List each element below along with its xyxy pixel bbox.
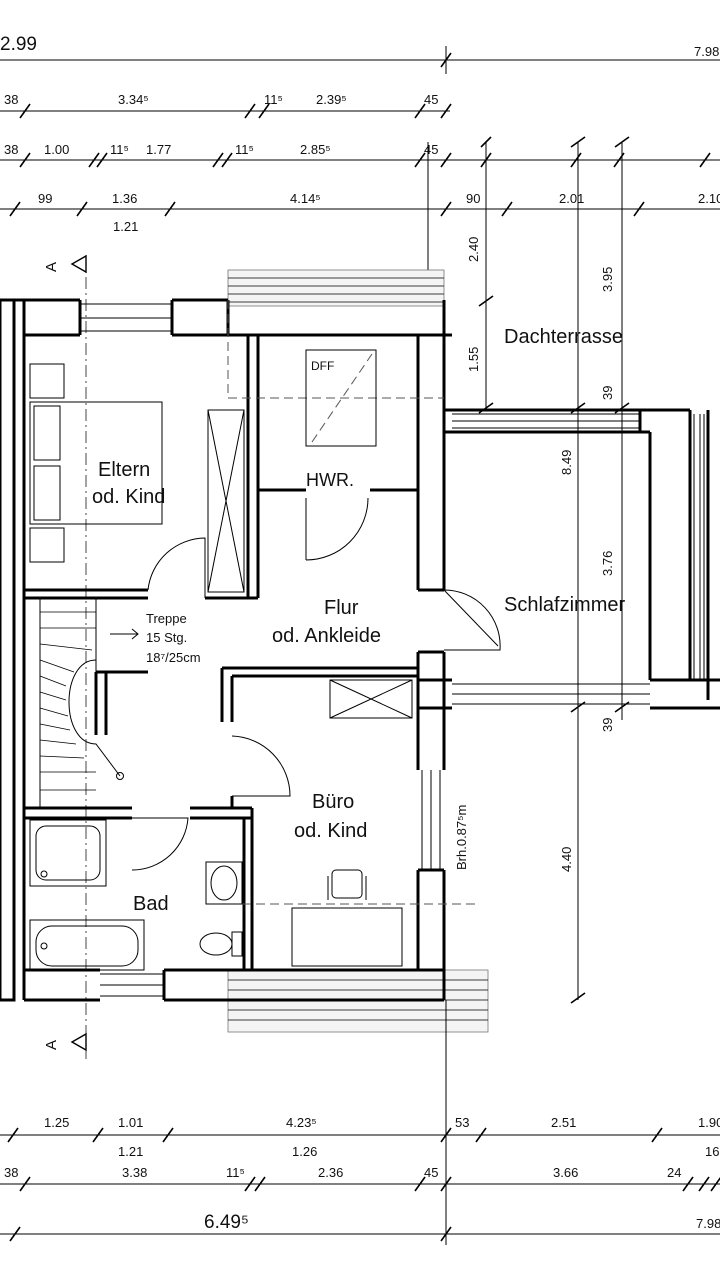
furniture (29, 349, 413, 971)
dim-top-overall-left: 2.99 (0, 34, 37, 55)
dim-top-r3-7: 45 (424, 142, 438, 157)
dim-top-r2-2: 3.34⁵ (118, 92, 149, 107)
dim-top-overall-right: 7.98 (694, 44, 719, 59)
doors (131, 497, 501, 871)
bottom-dimension-labels: 1.25 1.01 4.23⁵ 53 2.51 1.90 1.21 1.26 1… (4, 1115, 720, 1233)
room-buero-label: Büro (312, 791, 354, 813)
dim-v-849: 8.49 (559, 450, 574, 475)
dim-top-r2-5: 45 (424, 92, 438, 107)
dim-bot-r2-4: 2.36 (318, 1165, 343, 1180)
dim-bot-r1-5: 2.51 (551, 1115, 576, 1130)
dim-top-r4-3: 4.14⁵ (290, 191, 321, 206)
room-flur-label: Flur (324, 597, 359, 619)
dim-v-376: 3.76 (600, 551, 615, 576)
dim-top-r4-4: 90 (466, 191, 480, 206)
dim-v-395: 3.95 (600, 267, 615, 292)
room-labels: Eltern od. Kind DFF HWR. Flur od. Anklei… (92, 326, 625, 915)
roof-hatch-top (227, 269, 445, 307)
bottom-dimension-lines (0, 1000, 720, 1245)
dim-v-39-bottom: 39 (600, 718, 615, 732)
terrace-label: Dachterrasse (504, 326, 623, 348)
stair-label: Treppe 15 Stg. 18⁷/25cm (146, 611, 201, 665)
dim-top-r3-6: 2.85⁵ (300, 142, 331, 157)
walls (0, 298, 720, 1002)
room-bad-label: Bad (133, 893, 169, 915)
top-dimension-labels: 2.99 7.98 38 3.34⁵ 11⁵ 2.39⁵ 45 38 1.00 … (0, 34, 720, 234)
room-eltern-label-2: od. Kind (92, 486, 165, 508)
dim-top-r2-3: 11⁵ (264, 92, 283, 107)
dim-top-r4-5: 2.01 (559, 191, 584, 206)
dim-bot-r2-5: 45 (424, 1165, 438, 1180)
dim-v-240: 2.40 (466, 237, 481, 262)
section-marker-top: A (43, 262, 60, 272)
dim-bot-r1-4: 53 (455, 1115, 469, 1130)
dim-top-r4-2: 1.36 (112, 191, 137, 206)
dim-bot-r2-1: 38 (4, 1165, 18, 1180)
dim-v-155: 1.55 (466, 347, 481, 372)
dim-top-r3-2: 1.00 (44, 142, 69, 157)
dim-bot-r2-7: 24 (667, 1165, 681, 1180)
dim-top-r4-1: 99 (38, 191, 52, 206)
dim-bot-r1-sub-3: 16 (705, 1144, 719, 1159)
stair-label-3: 18⁷/25cm (146, 650, 201, 665)
roof-outline-dashed (227, 300, 480, 905)
dim-bot-total-right: 7.98 (696, 1216, 720, 1231)
dim-top-r3-1: 38 (4, 142, 18, 157)
vertical-dimension-labels: 2.40 1.55 3.95 39 8.49 3.76 39 4.40 (466, 237, 615, 872)
dim-top-r3-4: 1.77 (146, 142, 171, 157)
windows (80, 303, 705, 997)
room-hwr-label: HWR. (306, 470, 354, 490)
dim-bot-r1-6: 1.90 (698, 1115, 720, 1130)
dim-top-r2-1: 38 (4, 92, 18, 107)
dim-v-440: 4.40 (559, 847, 574, 872)
dim-top-r4-6: 2.10 (698, 191, 720, 206)
skylight-label: DFF (311, 359, 334, 373)
dim-top-r3-3: 11⁵ (110, 142, 129, 157)
dim-bot-total-left: 6.49⁵ (204, 1212, 249, 1233)
dim-top-r2-4: 2.39⁵ (316, 92, 347, 107)
dim-bot-r2-3: 11⁵ (226, 1165, 245, 1180)
window-parapet-note: Brh.0.87⁵m (454, 805, 469, 870)
dim-bot-r1-1: 1.25 (44, 1115, 69, 1130)
dim-bot-r1-sub-1: 1.21 (118, 1144, 143, 1159)
room-buero-label-2: od. Kind (294, 820, 367, 842)
dim-bot-r2-2: 3.38 (122, 1165, 147, 1180)
stair-label-1: Treppe (146, 611, 187, 626)
section-marker-bottom: A (43, 1040, 60, 1050)
dim-top-r4-sub: 1.21 (113, 219, 138, 234)
room-schlafzimmer-label: Schlafzimmer (504, 594, 625, 616)
dim-bot-r1-sub-2: 1.26 (292, 1144, 317, 1159)
dim-top-r3-5: 11⁵ (235, 142, 254, 157)
room-flur-label-2: od. Ankleide (272, 625, 381, 647)
dim-bot-r1-2: 1.01 (118, 1115, 143, 1130)
top-dimension-lines (0, 46, 720, 217)
vertical-dimension-lines (427, 136, 630, 1004)
room-eltern-label: Eltern (98, 459, 150, 481)
stair-label-2: 15 Stg. (146, 630, 187, 645)
stair (39, 598, 139, 808)
dim-bot-r1-3: 4.23⁵ (286, 1115, 317, 1130)
dim-bot-r2-6: 3.66 (553, 1165, 578, 1180)
dim-v-39-top: 39 (600, 386, 615, 400)
